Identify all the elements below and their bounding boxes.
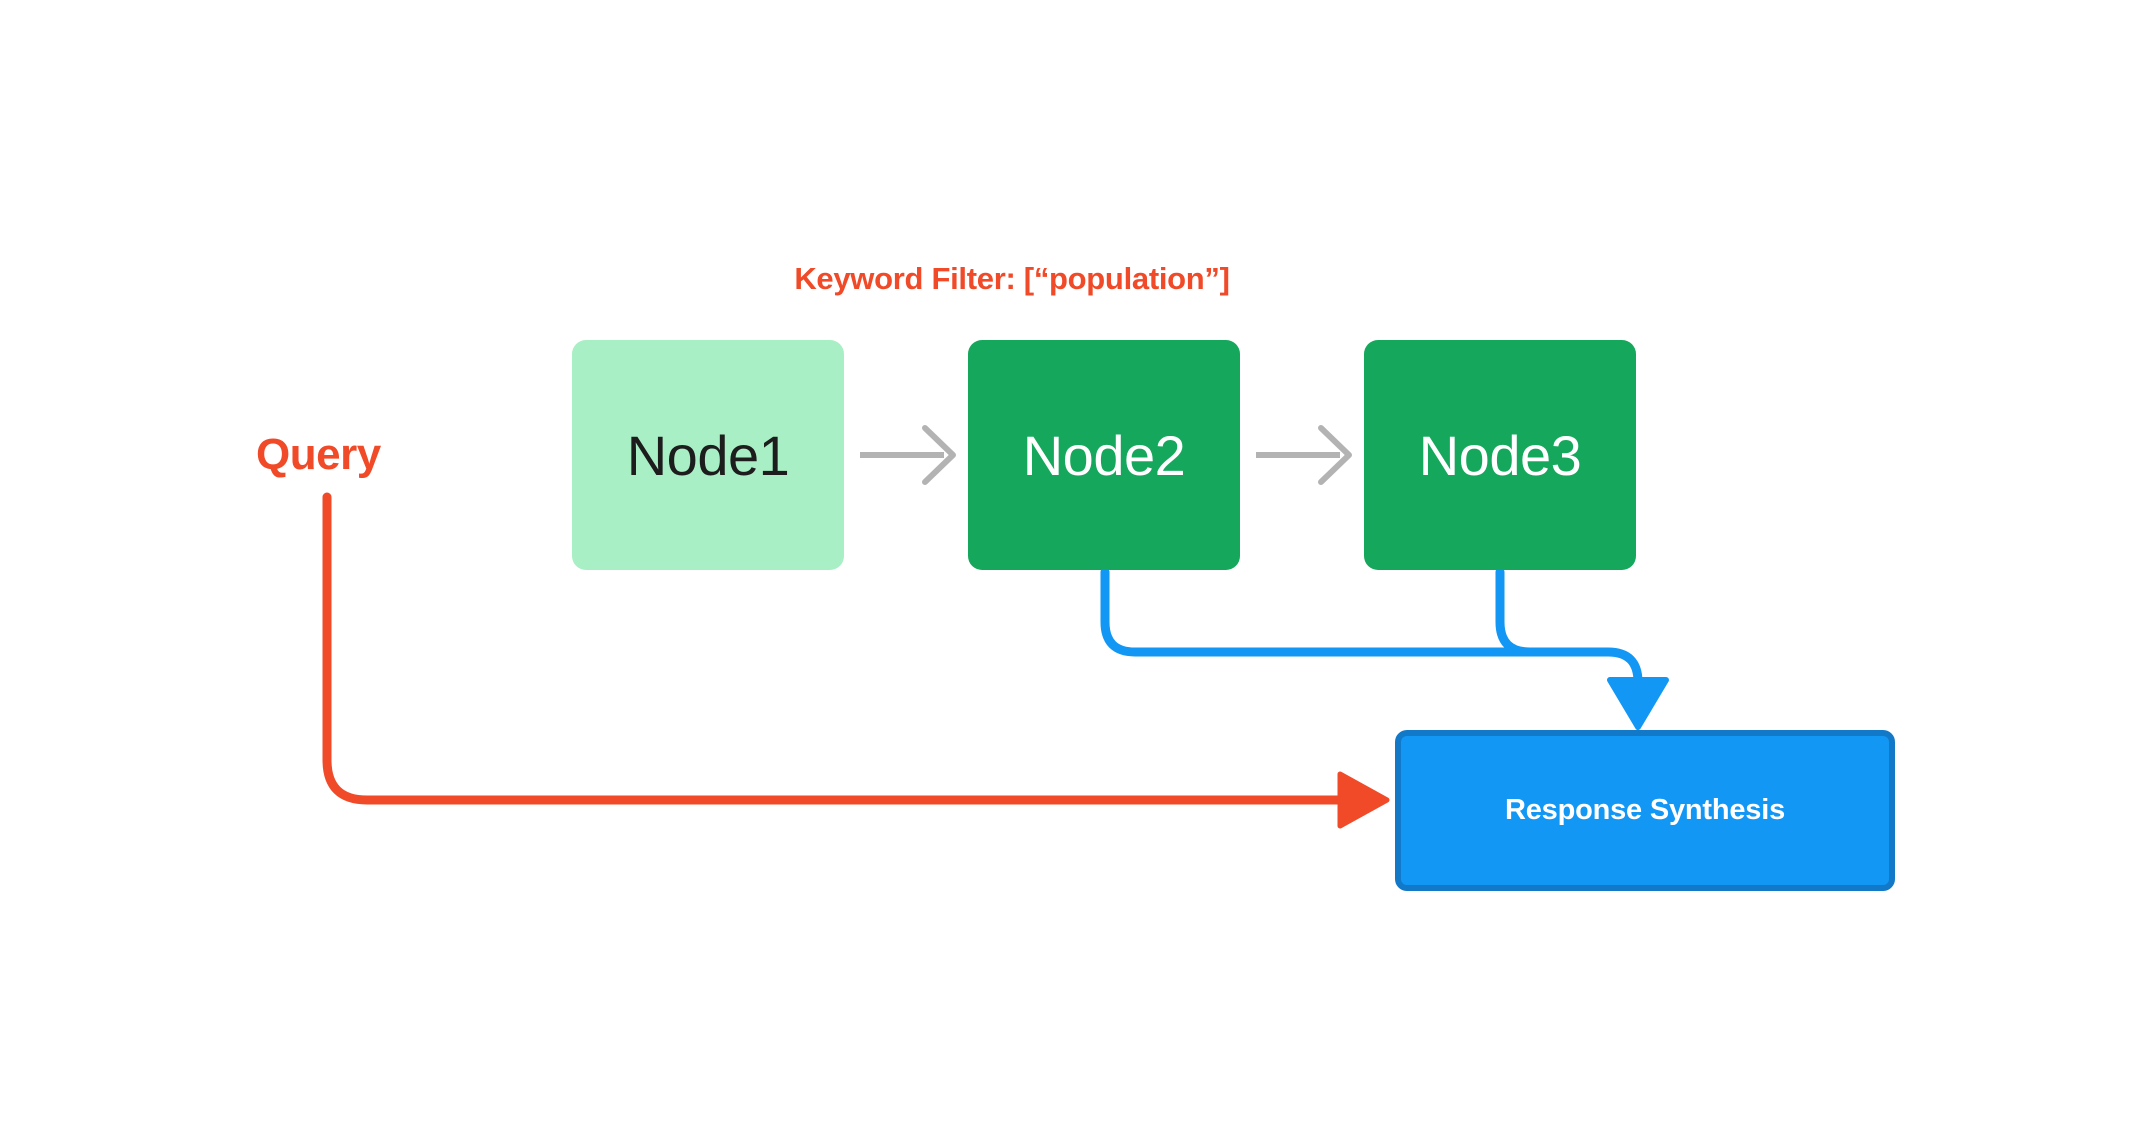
arrow-node2-to-node3: [1256, 425, 1352, 485]
node-node3-label: Node3: [1418, 423, 1582, 487]
node-node1[interactable]: Node1: [572, 340, 844, 570]
node-node2[interactable]: Node2: [968, 340, 1240, 570]
node-node1-label: Node1: [626, 423, 790, 487]
arrow-node2-to-response: [1100, 567, 1585, 657]
node-node3[interactable]: Node3: [1364, 340, 1636, 570]
query-label: Query: [256, 430, 381, 479]
response-synthesis-label: Response Synthesis: [1504, 794, 1786, 826]
red-arrowhead-icon: [1337, 771, 1390, 829]
blue-arrowhead-icon: [1607, 677, 1669, 730]
node-node2-label: Node2: [1022, 423, 1186, 487]
keyword-filter-label: Keyword Filter: [“population”]: [794, 261, 1230, 296]
response-synthesis-box[interactable]: Response Synthesis: [1395, 730, 1895, 891]
arrow-node1-to-node2: [860, 425, 956, 485]
arrow-node3-to-response: [1495, 567, 1643, 697]
